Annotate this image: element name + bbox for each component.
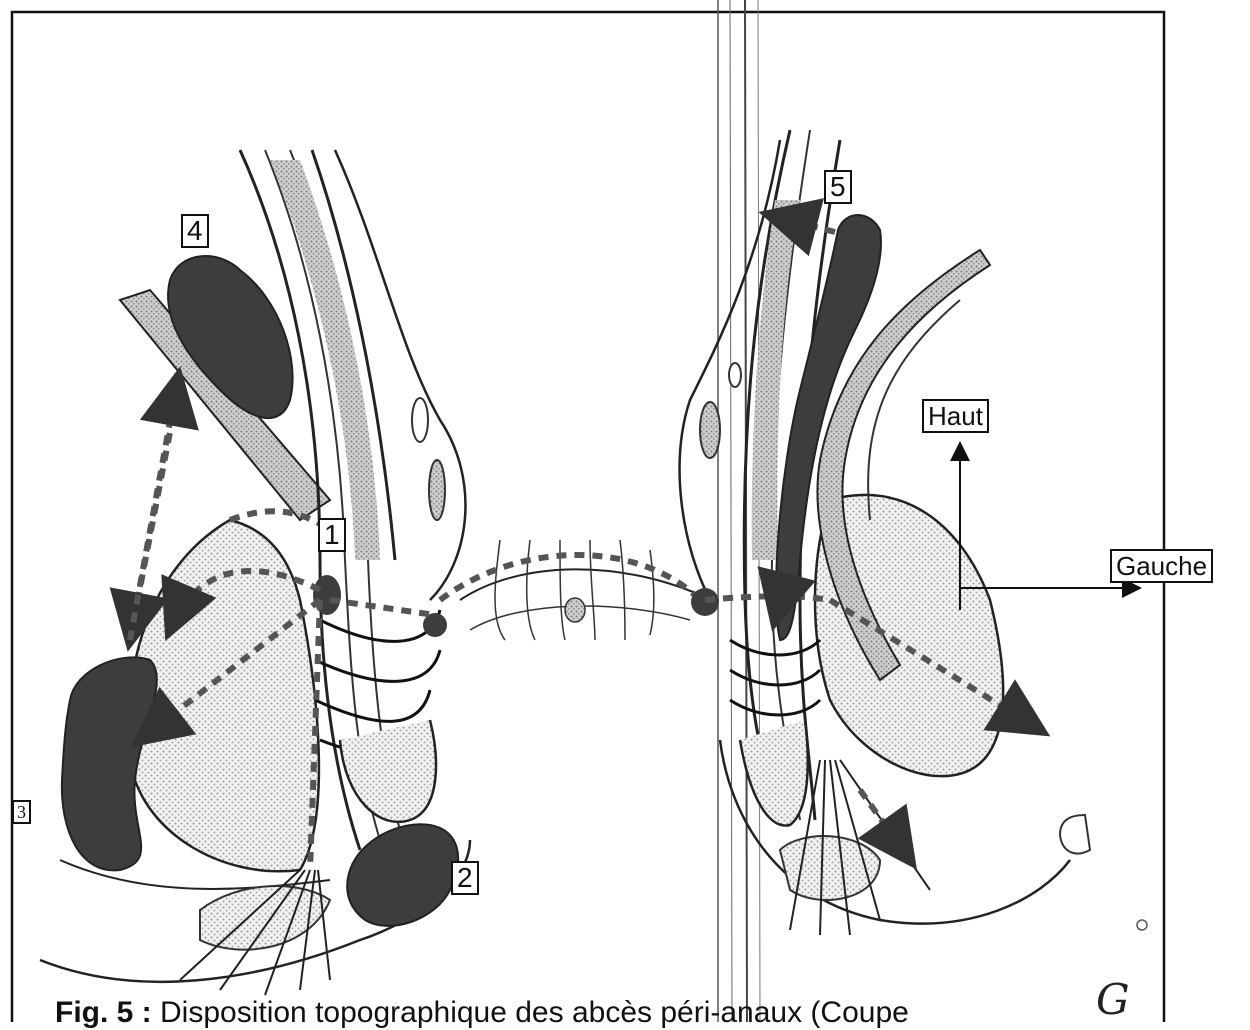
label-2: 2 xyxy=(451,861,479,895)
figure-frame xyxy=(12,12,1164,1022)
label-4: 4 xyxy=(181,214,209,248)
label-haut: Haut xyxy=(922,399,989,433)
caption-prefix: Fig. 5 : xyxy=(55,996,152,1029)
label-1: 1 xyxy=(318,518,346,552)
caption-text: Disposition topographique des abcès péri… xyxy=(152,996,909,1029)
right-anatomy xyxy=(680,130,1147,935)
abscess-2 xyxy=(347,824,458,926)
label-5: 5 xyxy=(824,170,852,204)
label-gauche: Gauche xyxy=(1110,549,1213,583)
page-mark: G xyxy=(1096,975,1130,1024)
abscess-4 xyxy=(168,256,293,418)
orientation-axes xyxy=(960,445,1138,610)
centre-spread-path xyxy=(440,555,700,600)
label-3: 3 xyxy=(12,800,31,824)
figure-caption: Fig. 5 : Disposition topographique des a… xyxy=(55,996,909,1030)
